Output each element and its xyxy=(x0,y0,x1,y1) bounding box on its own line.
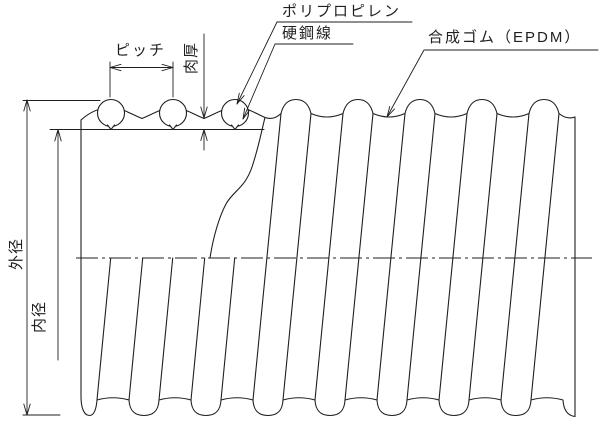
helical-rib-lines xyxy=(252,112,560,401)
wire-nub-3 xyxy=(230,124,240,131)
wire-nub-1 xyxy=(106,124,116,131)
wire-section-3 xyxy=(220,98,250,128)
dim-label-outer-diameter: 外径 xyxy=(8,238,25,271)
dimension-outer-diameter xyxy=(22,99,101,416)
dim-label-pitch: ピッチ xyxy=(115,42,167,59)
dim-label-inner-diameter: 内径 xyxy=(31,301,48,334)
dim-label-wall-thickness: 肉厚 xyxy=(183,42,200,75)
dimension-inner-diameter xyxy=(49,129,82,361)
dimension-pitch xyxy=(109,61,174,98)
section-view xyxy=(80,98,266,259)
exterior-top-edge xyxy=(264,98,576,119)
leader-polypropylene xyxy=(236,21,413,105)
label-synthetic-rubber-epdm: 合成ゴム（EPDM） xyxy=(428,29,582,46)
label-polypropylene: ポリプロピレン xyxy=(282,3,402,20)
label-hard-steel-wire: 硬鋼線 xyxy=(282,25,334,42)
leader-synthetic-rubber xyxy=(386,49,599,118)
wire-nub-2 xyxy=(168,124,178,131)
wire-section-1 xyxy=(96,98,126,128)
helical-rib-lines-lower xyxy=(96,257,236,401)
exterior-bottom-edge xyxy=(80,395,576,418)
wire-section-2 xyxy=(158,98,188,128)
leader-hard-steel-wire xyxy=(242,43,354,120)
break-line xyxy=(209,116,266,259)
dimension-wall-thickness xyxy=(200,33,208,151)
exterior-view xyxy=(80,98,576,418)
